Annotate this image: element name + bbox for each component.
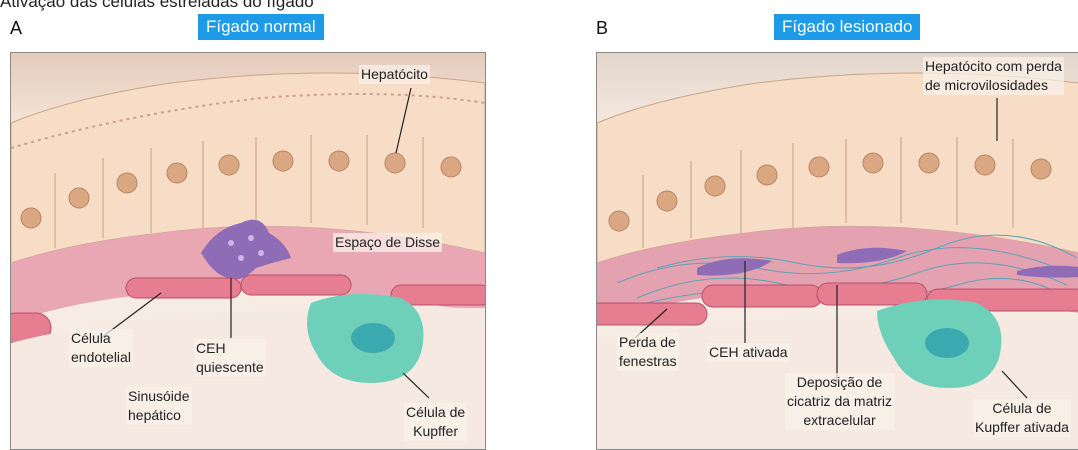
panel-a-letter: A	[10, 18, 22, 39]
label-activated-hsc: CEH ativada	[707, 343, 790, 362]
activated-kupffer-nucleus	[925, 328, 969, 358]
label-hepatic-sinusoid: Sinusóide hepático	[126, 387, 192, 425]
panel-b-letter: B	[596, 18, 608, 39]
label-hepatocyte: Hepatócito	[359, 65, 430, 84]
label-activated-kupffer: Célula de Kupffer ativada	[973, 399, 1071, 437]
label-kupffer-cell: Célula de Kupffer	[404, 403, 467, 441]
panel-b-title: Fígado lesionado	[774, 14, 920, 40]
panel-a-illustration: Hepatócito Espaço de Disse Célula endote…	[10, 52, 486, 450]
figure-caption: Ativação das células estreladas do fígad…	[0, 0, 314, 12]
kupffer-nucleus	[351, 323, 395, 353]
label-hepatocyte-microvilli-loss: Hepatócito com perda de microvilosidades	[923, 57, 1064, 95]
label-ecm-scar-deposition: Deposição de cicatriz da matriz extracel…	[785, 373, 894, 430]
panel-a-title: Fígado normal	[198, 14, 324, 40]
label-endothelial-cell: Célula endotelial	[69, 329, 133, 367]
label-fenestrae-loss: Perda de fenestras	[617, 333, 679, 371]
label-space-of-disse: Espaço de Disse	[333, 233, 442, 252]
panel-b-illustration: Hepatócito com perda de microvilosidades…	[596, 52, 1078, 450]
label-quiescent-hsc: CEH quiescente	[194, 339, 266, 377]
